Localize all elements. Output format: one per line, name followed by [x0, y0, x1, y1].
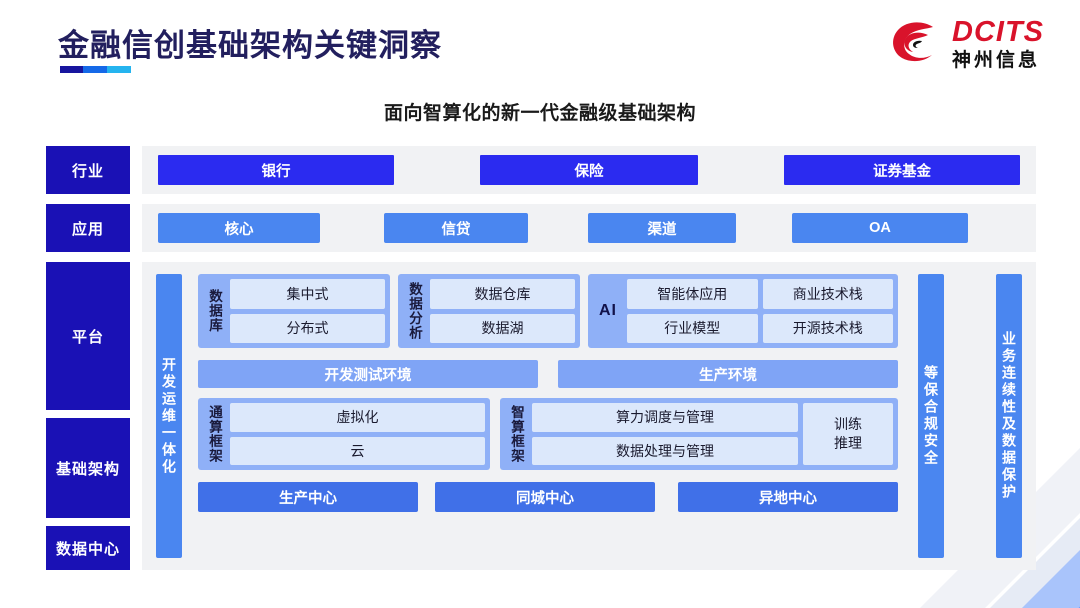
datacenter-chip-production[interactable]: 生产中心	[198, 482, 418, 512]
application-row: 核心 信贷 渠道 OA	[142, 204, 1036, 252]
slide-header: 金融信创基础架构关键洞察 DCITS 神州信息	[0, 0, 1080, 92]
app-chip-credit[interactable]: 信贷	[384, 213, 528, 243]
cell-centralized[interactable]: 集中式	[230, 279, 385, 309]
cell-distributed[interactable]: 分布式	[230, 313, 385, 343]
vertical-bar-security-compliance: 等保合规安全	[918, 274, 944, 558]
env-bar-production[interactable]: 生产环境	[558, 360, 898, 388]
vertical-bar-devops: 开发运维一体化	[156, 274, 182, 558]
layer-label-column: 行业 应用 平台 基础架构 数据中心	[46, 142, 130, 572]
swoosh-logo-icon	[888, 18, 944, 70]
env-bar-dev-test[interactable]: 开发测试环境	[198, 360, 538, 388]
page-title: 金融信创基础架构关键洞察	[58, 28, 442, 63]
logo-text-en: DCITS	[952, 16, 1044, 48]
architecture-diagram: 行业 应用 平台 基础架构 数据中心 银行 保险 证券基金 核心 信贷 渠道	[46, 142, 1036, 572]
group-label-ai: AI	[599, 302, 617, 319]
group-label-database: 数据库	[207, 289, 222, 333]
layer-content-column: 银行 保险 证券基金 核心 信贷 渠道 OA 开发运维一体化 等保合规安全 业务…	[142, 142, 1036, 572]
group-general-computing-framework: 通算框架 虚拟化 云	[198, 398, 490, 470]
platform-infrastructure-panel: 开发运维一体化 等保合规安全 业务连续性及数据保护 数据库 集中式 分布式 数	[142, 262, 1036, 570]
layer-label-application: 应用	[46, 204, 130, 252]
group-database: 数据库 集中式 分布式	[198, 274, 390, 348]
cell-opensource-tech-stack[interactable]: 开源技术栈	[762, 313, 893, 343]
app-chip-channel[interactable]: 渠道	[588, 213, 736, 243]
vertical-bar-business-continuity: 业务连续性及数据保护	[996, 274, 1022, 558]
layer-label-datacenter: 数据中心	[46, 526, 130, 570]
industry-row: 银行 保险 证券基金	[142, 146, 1036, 194]
cell-compute-scheduling[interactable]: 算力调度与管理	[532, 403, 798, 432]
group-data-analysis: 数据分析 数据仓库 数据湖	[398, 274, 580, 348]
cell-industry-model[interactable]: 行业模型	[627, 313, 758, 343]
group-label-general-computing: 通算框架	[207, 405, 222, 463]
industry-chip-bank[interactable]: 银行	[158, 155, 394, 185]
cell-commercial-tech-stack[interactable]: 商业技术栈	[762, 279, 893, 309]
group-ai: AI 智能体应用 商业技术栈 行业模型 开源技术栈	[588, 274, 898, 348]
layer-label-platform: 平台	[46, 262, 130, 410]
group-intelligent-computing-framework: 智算框架 算力调度与管理 数据处理与管理 训练 推理	[500, 398, 898, 470]
layer-label-industry: 行业	[46, 146, 130, 194]
datacenter-chip-remote[interactable]: 异地中心	[678, 482, 898, 512]
cell-agent-application[interactable]: 智能体应用	[627, 279, 758, 309]
cell-data-lake[interactable]: 数据湖	[430, 313, 575, 343]
cell-virtualization[interactable]: 虚拟化	[230, 403, 485, 432]
logo-text-cn: 神州信息	[952, 50, 1041, 71]
title-accent-rule	[60, 66, 131, 73]
cell-data-processing[interactable]: 数据处理与管理	[532, 436, 798, 465]
group-label-intelligent-computing: 智算框架	[509, 405, 524, 463]
cell-cloud[interactable]: 云	[230, 436, 485, 465]
layer-label-infrastructure: 基础架构	[46, 418, 130, 518]
industry-chip-securities-fund[interactable]: 证券基金	[784, 155, 1020, 185]
industry-chip-insurance[interactable]: 保险	[480, 155, 698, 185]
group-label-data-analysis: 数据分析	[407, 282, 422, 340]
brand-logo: DCITS 神州信息	[888, 18, 1044, 70]
slide-subtitle: 面向智算化的新一代金融级基础架构	[383, 103, 696, 124]
cell-data-warehouse[interactable]: 数据仓库	[430, 279, 575, 309]
cell-training-inference[interactable]: 训练 推理	[803, 403, 893, 465]
panel-inner-content: 数据库 集中式 分布式 数据分析 数据仓库 数据湖	[198, 274, 904, 558]
app-chip-core[interactable]: 核心	[158, 213, 320, 243]
app-chip-oa[interactable]: OA	[792, 213, 968, 243]
datacenter-chip-same-city[interactable]: 同城中心	[435, 482, 655, 512]
